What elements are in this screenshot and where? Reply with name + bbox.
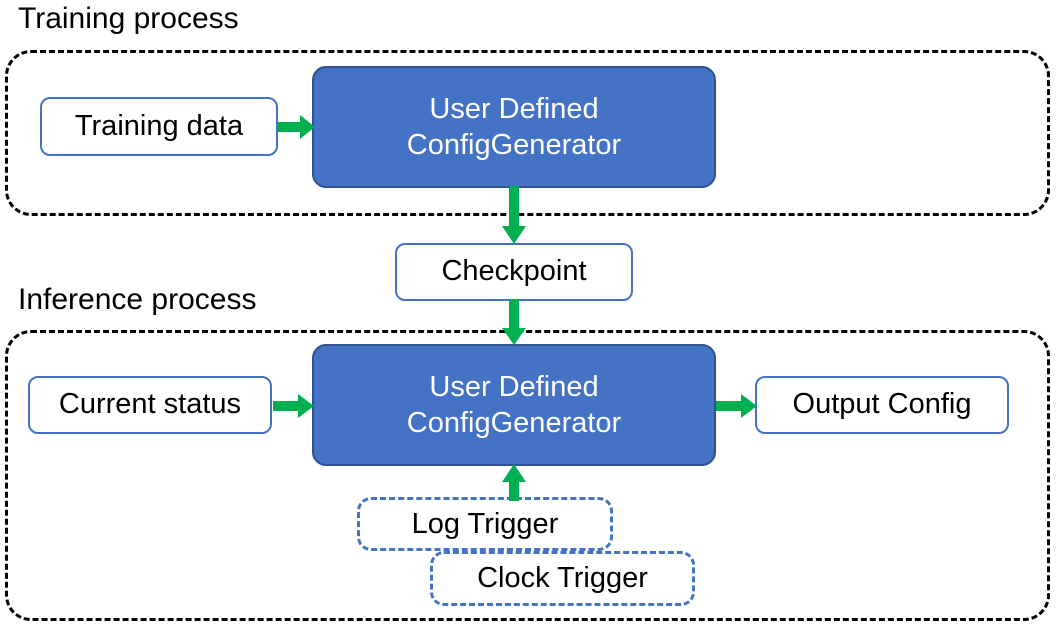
checkpoint-label: Checkpoint <box>441 255 587 288</box>
arrow-checkpoint-to-inference-generator-icon <box>500 299 528 347</box>
output-config-box[interactable]: Output Config <box>755 376 1009 434</box>
inference-config-generator-box[interactable]: User Defined ConfigGenerator <box>312 344 716 466</box>
training-data-label: Training data <box>74 109 244 142</box>
training-process-caption: Training process <box>18 2 239 35</box>
output-config-label: Output Config <box>792 388 972 421</box>
training-config-generator-line1: User Defined <box>429 93 599 125</box>
clock-trigger-label: Clock Trigger <box>477 562 648 594</box>
log-trigger-label: Log Trigger <box>411 507 559 540</box>
arrow-current-status-to-generator-icon <box>273 392 315 420</box>
arrow-triggers-to-generator-icon <box>500 464 528 502</box>
current-status-box[interactable]: Current status <box>28 376 272 434</box>
arrow-training-data-to-generator-icon <box>278 113 316 141</box>
inference-process-container <box>5 330 1050 621</box>
current-status-label: Current status <box>58 388 242 421</box>
arrow-training-generator-to-checkpoint-icon <box>500 186 528 246</box>
checkpoint-box[interactable]: Checkpoint <box>395 243 633 301</box>
arrow-generator-to-output-config-icon <box>716 392 758 420</box>
training-data-box[interactable]: Training data <box>40 97 278 156</box>
training-process-container <box>5 50 1050 216</box>
inference-config-generator-line2: ConfigGenerator <box>406 407 622 439</box>
inference-config-generator-line1: User Defined <box>429 371 599 403</box>
log-trigger-box[interactable]: Log Trigger <box>357 497 613 551</box>
training-config-generator-box[interactable]: User Defined ConfigGenerator <box>312 66 716 188</box>
inference-process-caption: Inference process <box>18 283 257 316</box>
clock-trigger-box[interactable]: Clock Trigger <box>430 551 695 606</box>
training-config-generator-line2: ConfigGenerator <box>406 129 622 161</box>
